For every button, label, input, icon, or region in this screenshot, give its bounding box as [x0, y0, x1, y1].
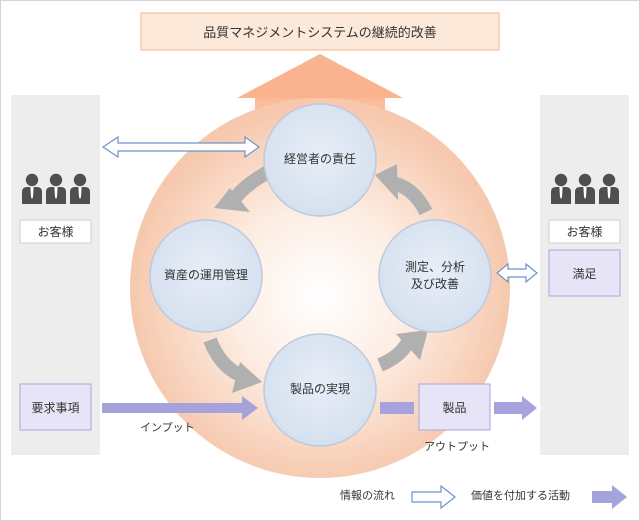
management-label: 経営者の責任	[283, 152, 356, 167]
customer-right-box	[548, 219, 621, 244]
legend-info-flow-label: 情報の流れ	[340, 489, 395, 502]
cycle-arrow-realization-to-measurement	[377, 330, 428, 372]
customer-left-label: お客様	[37, 225, 74, 239]
diagram-title: 品質マネジメントシステムの継続的改善	[203, 26, 437, 41]
info-flow-arrow-top	[101, 135, 261, 159]
requirements-box	[19, 383, 92, 431]
legend-value-activity-label: 価値を付加する活動	[471, 489, 570, 502]
resource-label: 資産の運用管理	[163, 268, 248, 283]
process-circle-measurement	[378, 219, 492, 333]
title-box	[140, 12, 500, 51]
process-circle-realization	[263, 333, 377, 447]
satisfaction-box	[548, 249, 621, 297]
process-circle-resource	[149, 219, 263, 333]
satisfaction-label: 満足	[572, 266, 597, 281]
legend-value-arrow-icon	[592, 485, 627, 509]
cycle-arrow-measurement-to-management	[375, 164, 433, 216]
customer-group-left-icon	[22, 173, 90, 204]
legend-info-flow-icon	[411, 484, 456, 510]
measurement-label-line2: 及び改善	[410, 277, 459, 291]
customer-group-right-icon	[551, 173, 619, 204]
requirements-label: 要求事項	[31, 400, 80, 415]
value-arrow-output	[494, 396, 537, 420]
value-arrow-output-segment	[380, 402, 414, 414]
output-label: アウトプット	[424, 440, 490, 453]
info-flow-arrow-right	[496, 262, 538, 284]
customer-left-box	[19, 219, 92, 244]
measurement-label: 測定、分析 及び改善	[379, 220, 491, 332]
cycle-arrow-resource-to-realization	[203, 337, 262, 393]
customer-right-label: お客様	[566, 225, 603, 239]
cycle-arrow-management-to-resource	[214, 165, 272, 212]
measurement-label-line1: 測定、分析	[404, 259, 465, 274]
realization-label: 製品の実現	[289, 382, 350, 397]
value-arrow-input	[102, 396, 258, 420]
product-box	[418, 383, 491, 431]
product-label: 製品	[442, 400, 467, 415]
process-circle-management	[263, 103, 377, 217]
input-label: インプット	[140, 421, 195, 434]
